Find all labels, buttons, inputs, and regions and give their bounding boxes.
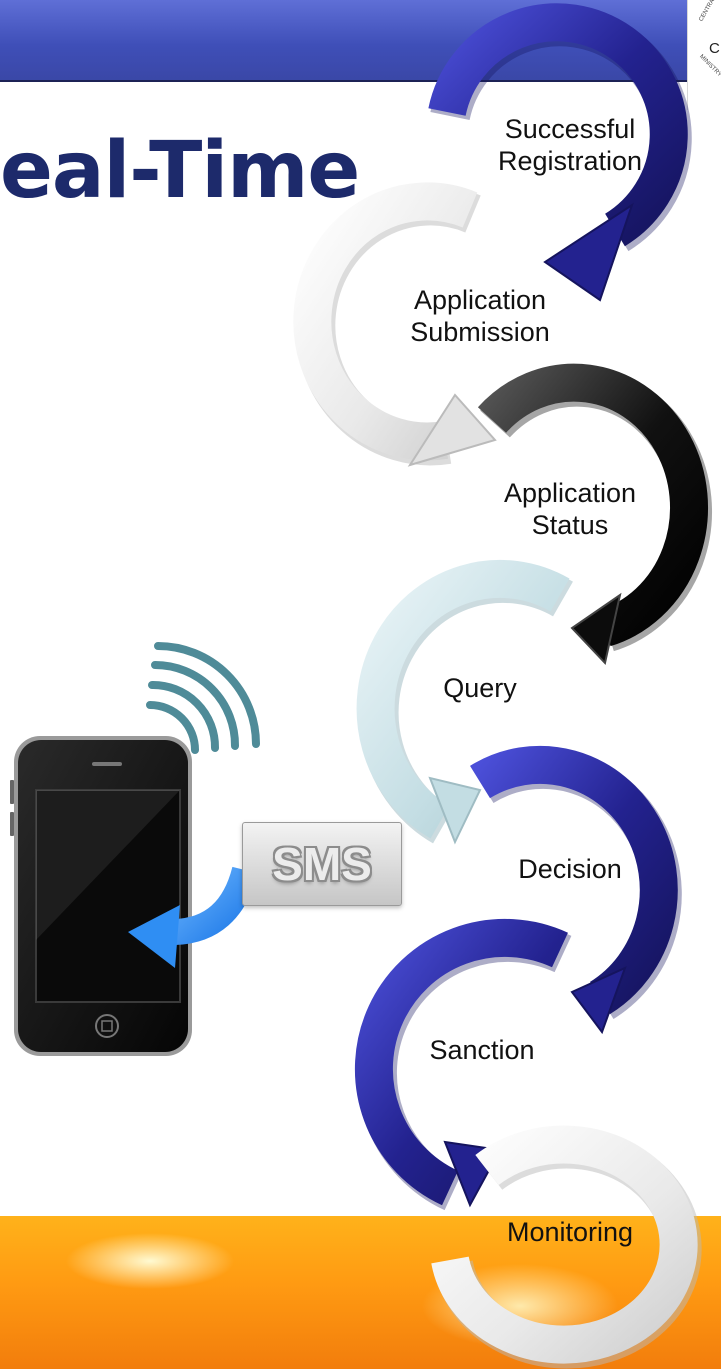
arrow-application-submission: [293, 182, 497, 467]
arrow-successful-registration: [428, 3, 692, 302]
sms-label: SMS: [272, 838, 372, 890]
arrow-decision: [470, 745, 682, 1035]
logo-seal: CENTRAL CD MINISTRY: [687, 0, 721, 110]
mobile-phone-icon: [10, 736, 192, 1056]
page-title: eal-Time: [0, 126, 360, 216]
signal-waves-icon: [146, 642, 260, 754]
sms-badge: SMS: [242, 822, 402, 906]
step-label-decision: Decision: [518, 854, 622, 884]
step-label-sanction: Sanction: [429, 1035, 535, 1065]
step-label-monitoring: Monitoring: [506, 1217, 634, 1247]
step-label-application-status: Application Status: [503, 478, 637, 541]
step-label-query: Query: [443, 673, 517, 703]
logo-text: CD: [709, 40, 721, 57]
arrow-monitoring: [431, 1125, 702, 1369]
arrow-application-status: [477, 363, 712, 666]
step-label-application-submission: Application Submission: [410, 285, 550, 348]
sms-delivery-arrow: [128, 866, 258, 968]
step-label-successful-registration: Successful Registration: [497, 114, 643, 177]
arrow-query: [356, 559, 573, 845]
header-divider: [0, 80, 690, 82]
